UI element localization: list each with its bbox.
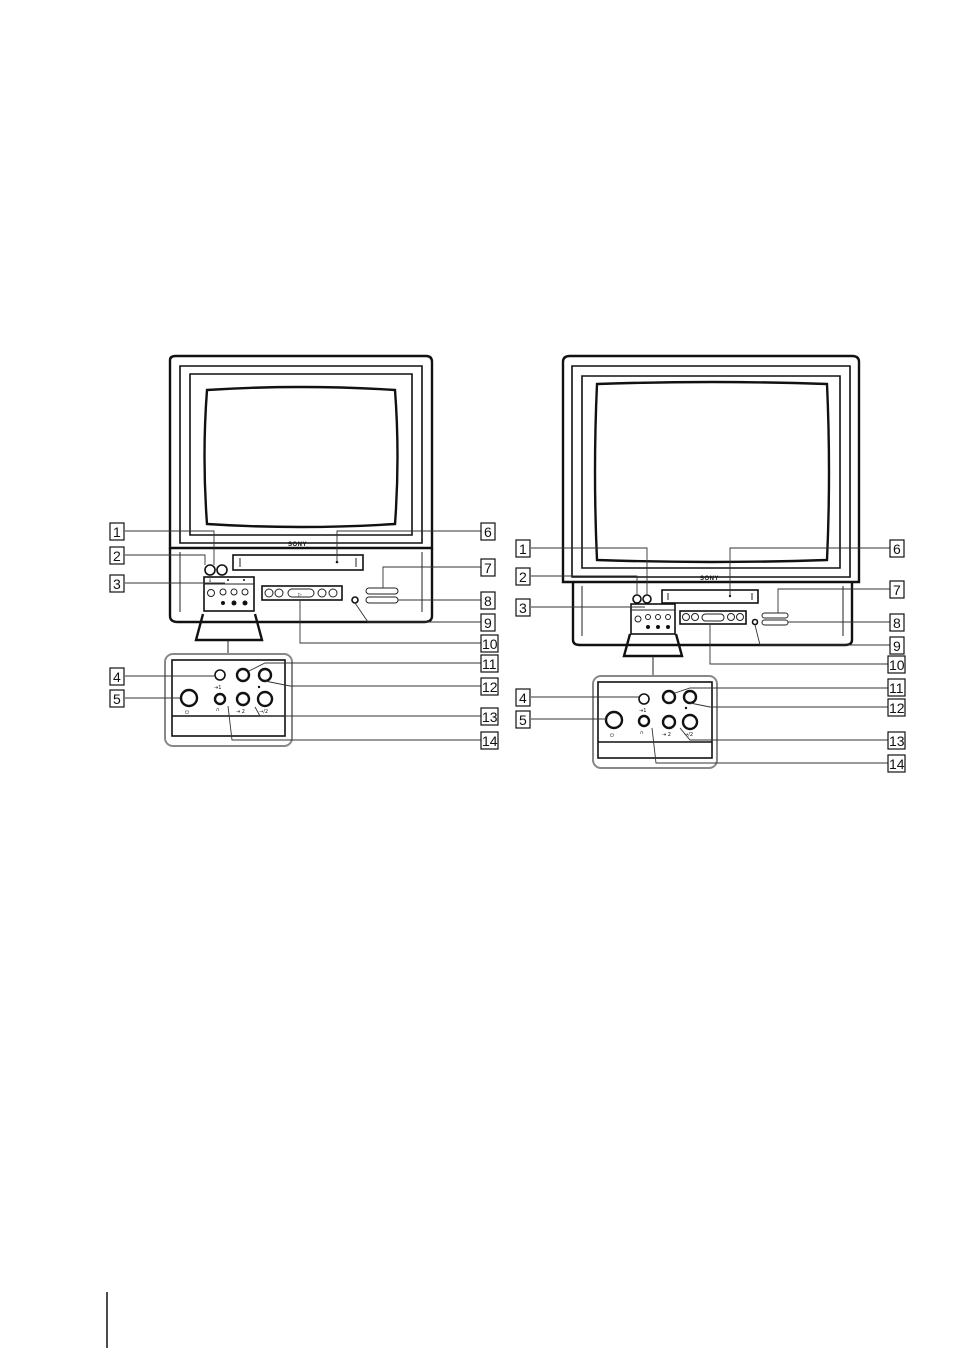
callout-right-1: 1 — [519, 541, 527, 557]
tv-left-audioin-label: →/2 — [259, 709, 268, 715]
callout-right-5: 5 — [519, 712, 527, 728]
tv-left-videoin-label: ⇥ 2 — [236, 709, 245, 715]
callout-left-7: 7 — [484, 560, 492, 576]
callout-right-9: 9 — [893, 638, 901, 654]
callouts-right: 1 2 3 4 5 6 7 8 9 10 11 12 13 14 — [516, 540, 905, 772]
callout-left-11: 11 — [482, 656, 497, 672]
callout-right-7: 7 — [893, 582, 901, 598]
tv-left-main-power — [181, 690, 197, 706]
tv-left-screen — [205, 387, 398, 527]
callout-left-9: 9 — [484, 615, 492, 631]
tv-left-zoom-panel — [172, 660, 285, 736]
tv-left-tape-controls — [262, 586, 342, 600]
callout-left-2: 2 — [113, 548, 121, 564]
tv-right-program-up — [762, 613, 788, 618]
callouts-left: 1 2 3 4 5 6 7 8 9 10 11 12 13 14 — [110, 523, 498, 749]
svg-text:⏻: ⏻ — [610, 733, 614, 739]
tv-left-cabinet — [170, 356, 432, 548]
callout-left-3: 3 — [113, 576, 121, 592]
callout-right-6: 6 — [893, 541, 901, 557]
callout-right-8: 8 — [893, 615, 901, 631]
tv-left-timer-indicator — [217, 565, 227, 575]
callout-right-4: 4 — [519, 690, 527, 706]
callout-right-14: 14 — [889, 756, 905, 772]
callout-left-5: 5 — [113, 691, 121, 707]
tv-left-power-indicator — [205, 565, 215, 575]
callout-right-10: 10 — [889, 657, 905, 673]
tv-left-program-up — [366, 588, 398, 594]
svg-text:⇥1: ⇥1 — [214, 685, 221, 691]
svg-text:▷: ▷ — [298, 592, 302, 598]
svg-text:⏻: ⏻ — [185, 710, 189, 716]
callout-left-14: 14 — [482, 733, 498, 749]
callout-right-3: 3 — [519, 600, 527, 616]
svg-text:⇥1: ⇥1 — [639, 708, 646, 714]
callout-left-8: 8 — [484, 593, 492, 609]
callout-left-12: 12 — [482, 679, 498, 695]
tv-right-headphones-label: ∩ — [640, 730, 644, 736]
tv-right-timer-indicator — [643, 595, 651, 603]
tv-left-program-down — [366, 597, 398, 603]
callout-right-11: 11 — [889, 680, 904, 696]
callout-left-10: 10 — [482, 636, 498, 652]
tv-right-main-power — [606, 712, 622, 728]
callout-left-1: 1 — [113, 524, 121, 540]
tv-left-stand — [196, 614, 262, 640]
callout-left-6: 6 — [484, 524, 492, 540]
callout-right-13: 13 — [889, 733, 905, 749]
tv-left: SONY ⇓ ▷ — [125, 356, 481, 746]
tv-right-brand: SONY — [700, 576, 719, 582]
tv-right: SONY ⇥1 ⏻ — [531, 356, 890, 768]
callout-right-2: 2 — [519, 569, 527, 585]
tv-right-power-indicator — [633, 595, 641, 603]
tv-left-sensor — [352, 597, 358, 603]
tv-right-cassette-slot — [662, 590, 758, 603]
callout-left-4: 4 — [113, 669, 121, 685]
tv-left-brand: SONY — [288, 542, 307, 548]
callout-left-13: 13 — [482, 709, 498, 725]
callout-right-12: 12 — [889, 700, 905, 716]
tv-right-sensor — [753, 620, 758, 625]
tv-left-headphones-label: ∩ — [216, 707, 220, 713]
tv-right-program-down — [762, 620, 788, 625]
tv-right-videoin-label: ⇥ 2 — [662, 732, 671, 738]
tv-right-screen — [595, 382, 829, 562]
tv-left-cassette-slot — [233, 555, 363, 570]
